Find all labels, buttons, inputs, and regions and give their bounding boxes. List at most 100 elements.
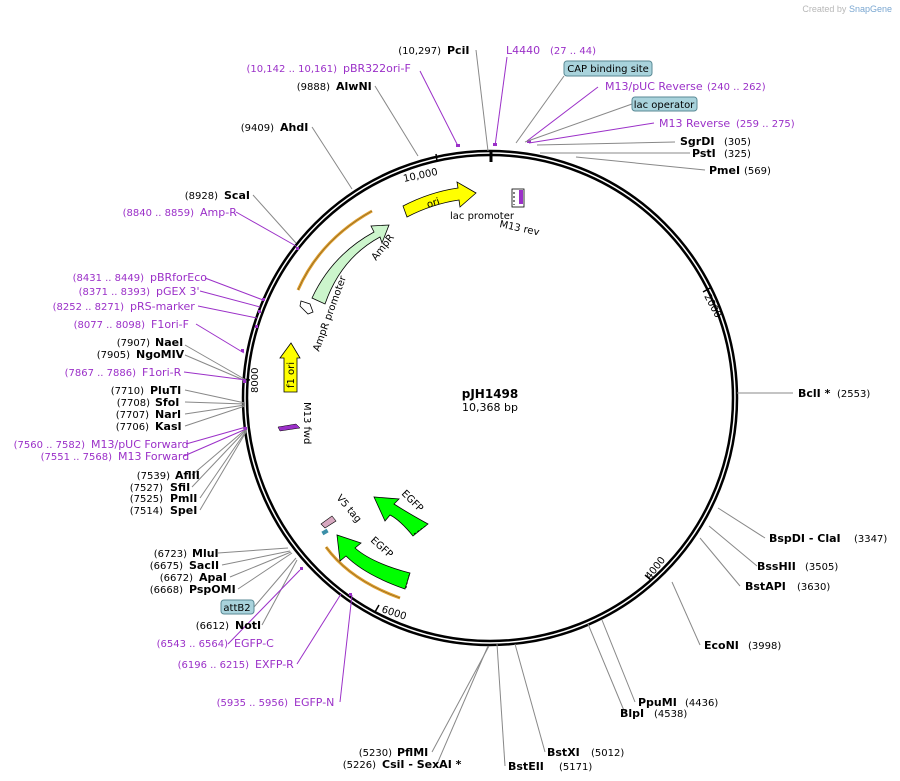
site-scai: ScaI — [224, 189, 250, 202]
site-pos-alwni: (9888) — [297, 82, 330, 93]
primer-pos-pgex3: (8371 .. 8393) — [79, 287, 151, 298]
primer-m13-puc-forward: M13/pUC Forward — [91, 438, 189, 451]
site-nari: NarI — [155, 408, 181, 421]
site-mlui: MluI — [192, 547, 219, 560]
primer-f1ori-r: F1ori-R — [142, 366, 182, 379]
site-pos-csii-sexai: (5226) — [343, 760, 376, 771]
site-pos-aflii: (7539) — [137, 471, 170, 482]
site-csii-sexai: CsiI - SexAI * — [382, 758, 462, 771]
primer-pgex3: pGEX 3' — [156, 285, 200, 298]
lac-promoter-label: lac promoter — [450, 211, 515, 222]
site-pos-ppumi: (4436) — [685, 698, 718, 709]
primer-m13-puc-reverse: M13/pUC Reverse — [605, 80, 703, 93]
site-pluti: PluTI — [150, 384, 181, 397]
site-psti: PstI — [692, 147, 716, 160]
svg-text:lac operator: lac operator — [634, 100, 695, 111]
lac-operator-label: lac operator — [524, 96, 698, 143]
site-pos-bsshii: (3505) — [805, 562, 838, 573]
site-pos-pcii: (10,297) — [398, 46, 441, 57]
site-pos-pmei: (569) — [744, 166, 771, 177]
primer-pos-f1ori-r: (7867 .. 7886) — [65, 368, 137, 379]
primer-pos-l4440: (27 .. 44) — [550, 46, 596, 57]
primer-pos-f1ori-f: (8077 .. 8098) — [74, 320, 146, 331]
primer-amp-r: Amp-R — [200, 206, 237, 219]
site-kasi: KasI — [155, 420, 182, 433]
site-pos-sgrdi: (305) — [724, 137, 751, 148]
primer-egfp-c: EGFP-C — [234, 637, 274, 650]
m13-rev-mark — [519, 190, 523, 204]
site-econi: EcoNI — [704, 639, 739, 652]
primer-pbrforeco: pBRforEco — [150, 271, 207, 284]
primer-pos-pbr322ori-f: (10,142 .. 10,161) — [247, 64, 338, 75]
egfp-arrow-2 — [336, 534, 411, 590]
plasmid-size: 10,368 bp — [462, 401, 518, 414]
egfp-label-2: EGFP — [368, 535, 395, 560]
site-pos-psppomi: (6668) — [150, 585, 183, 596]
site-bsshii: BssHII — [757, 560, 796, 573]
site-alwni: AlwNI — [336, 80, 372, 93]
site-pos-spei: (7514) — [130, 506, 163, 517]
primer-l4440: L4440 — [506, 44, 540, 57]
site-pcii: PciI — [447, 44, 469, 57]
ori-arrow — [402, 181, 477, 218]
site-sfoi: SfoI — [155, 396, 179, 409]
site-ahdi: AhdI — [280, 121, 308, 134]
primer-pos-amp-r: (8840 .. 8859) — [123, 208, 195, 219]
site-pos-naei: (7907) — [117, 338, 150, 349]
site-pos-ahdi: (9409) — [241, 123, 274, 134]
m13-rev-label: M13 rev — [498, 219, 540, 238]
site-pos-sfoi: (7708) — [117, 398, 150, 409]
site-pos-mlui: (6723) — [154, 549, 187, 560]
primer-m13-reverse: M13 Reverse — [659, 117, 730, 130]
site-ppumi: PpuMI — [638, 696, 677, 709]
primer-pos-egfp-c: (6543 .. 6564) — [157, 639, 229, 650]
site-bcli: BclI * — [798, 387, 831, 400]
credit: Created by SnapGene — [802, 4, 892, 14]
primer-pos-m13-puc-forward: (7560 .. 7582) — [14, 440, 86, 451]
site-pos-pflmi: (5230) — [359, 748, 392, 759]
site-bsteii: BstEII — [508, 760, 544, 773]
primer-f1ori-f: F1ori-F — [151, 318, 189, 331]
site-pos-bcli: (2553) — [837, 389, 870, 400]
v5-blue-mark — [321, 528, 329, 536]
svg-text:CAP binding site: CAP binding site — [567, 64, 649, 75]
primer-pos-egfp-n: (5935 .. 5956) — [217, 698, 289, 709]
site-bspdi-clai: BspDI - ClaI — [769, 532, 841, 545]
primer-pos-m13-puc-reverse: (240 .. 262) — [707, 82, 766, 93]
site-blpi: BlpI — [620, 707, 644, 720]
primer-egfp-n: EGFP-N — [294, 696, 334, 709]
site-pos-kasi: (7706) — [116, 422, 149, 433]
site-pos-nari: (7707) — [116, 410, 149, 421]
tick-label-8000: 8000 — [250, 368, 261, 393]
primer-pos-exfp-r: (6196 .. 6215) — [178, 660, 250, 671]
site-pos-bstxi: (5012) — [591, 748, 624, 759]
site-pos-blpi: (4538) — [654, 709, 687, 720]
primer-m13-forward: M13 Forward — [118, 450, 189, 463]
site-sgrdi: SgrDI — [680, 135, 714, 148]
site-sfii: SfiI — [170, 481, 190, 494]
primer-pos-prs-marker: (8252 .. 8271) — [53, 302, 125, 313]
site-pflmi: PflMI — [397, 746, 428, 759]
site-pos-sfii: (7527) — [130, 483, 163, 494]
ori-label: ori — [426, 196, 442, 210]
site-pos-bsteii: (5171) — [559, 762, 592, 773]
site-leaders — [184, 49, 793, 767]
egfp-arrow-1 — [373, 496, 429, 537]
site-pos-sacii: (6675) — [150, 561, 183, 572]
site-sacii: SacII — [189, 559, 219, 572]
site-ngomiv: NgoMIV — [136, 348, 185, 361]
tick-marks — [242, 153, 711, 613]
site-psppomi: PspOMI — [189, 583, 236, 596]
cap-binding-site-label: CAP binding site — [515, 60, 653, 144]
primer-pos-m13-forward: (7551 .. 7568) — [41, 452, 113, 463]
plasmid-name: pJH1498 — [462, 387, 519, 401]
site-pos-bstapi: (3630) — [797, 582, 830, 593]
site-pos-ngomiv: (7905) — [97, 350, 130, 361]
ampr-arrow — [311, 224, 390, 305]
site-pos-noti: (6612) — [196, 621, 229, 632]
site-pos-apai: (6672) — [160, 573, 193, 584]
f1-ori-label: f1 ori — [286, 362, 297, 388]
ampr-promoter-arrow — [299, 300, 314, 315]
site-pos-bspdi-clai: (3347) — [854, 534, 887, 545]
primer-markers — [241, 140, 531, 596]
